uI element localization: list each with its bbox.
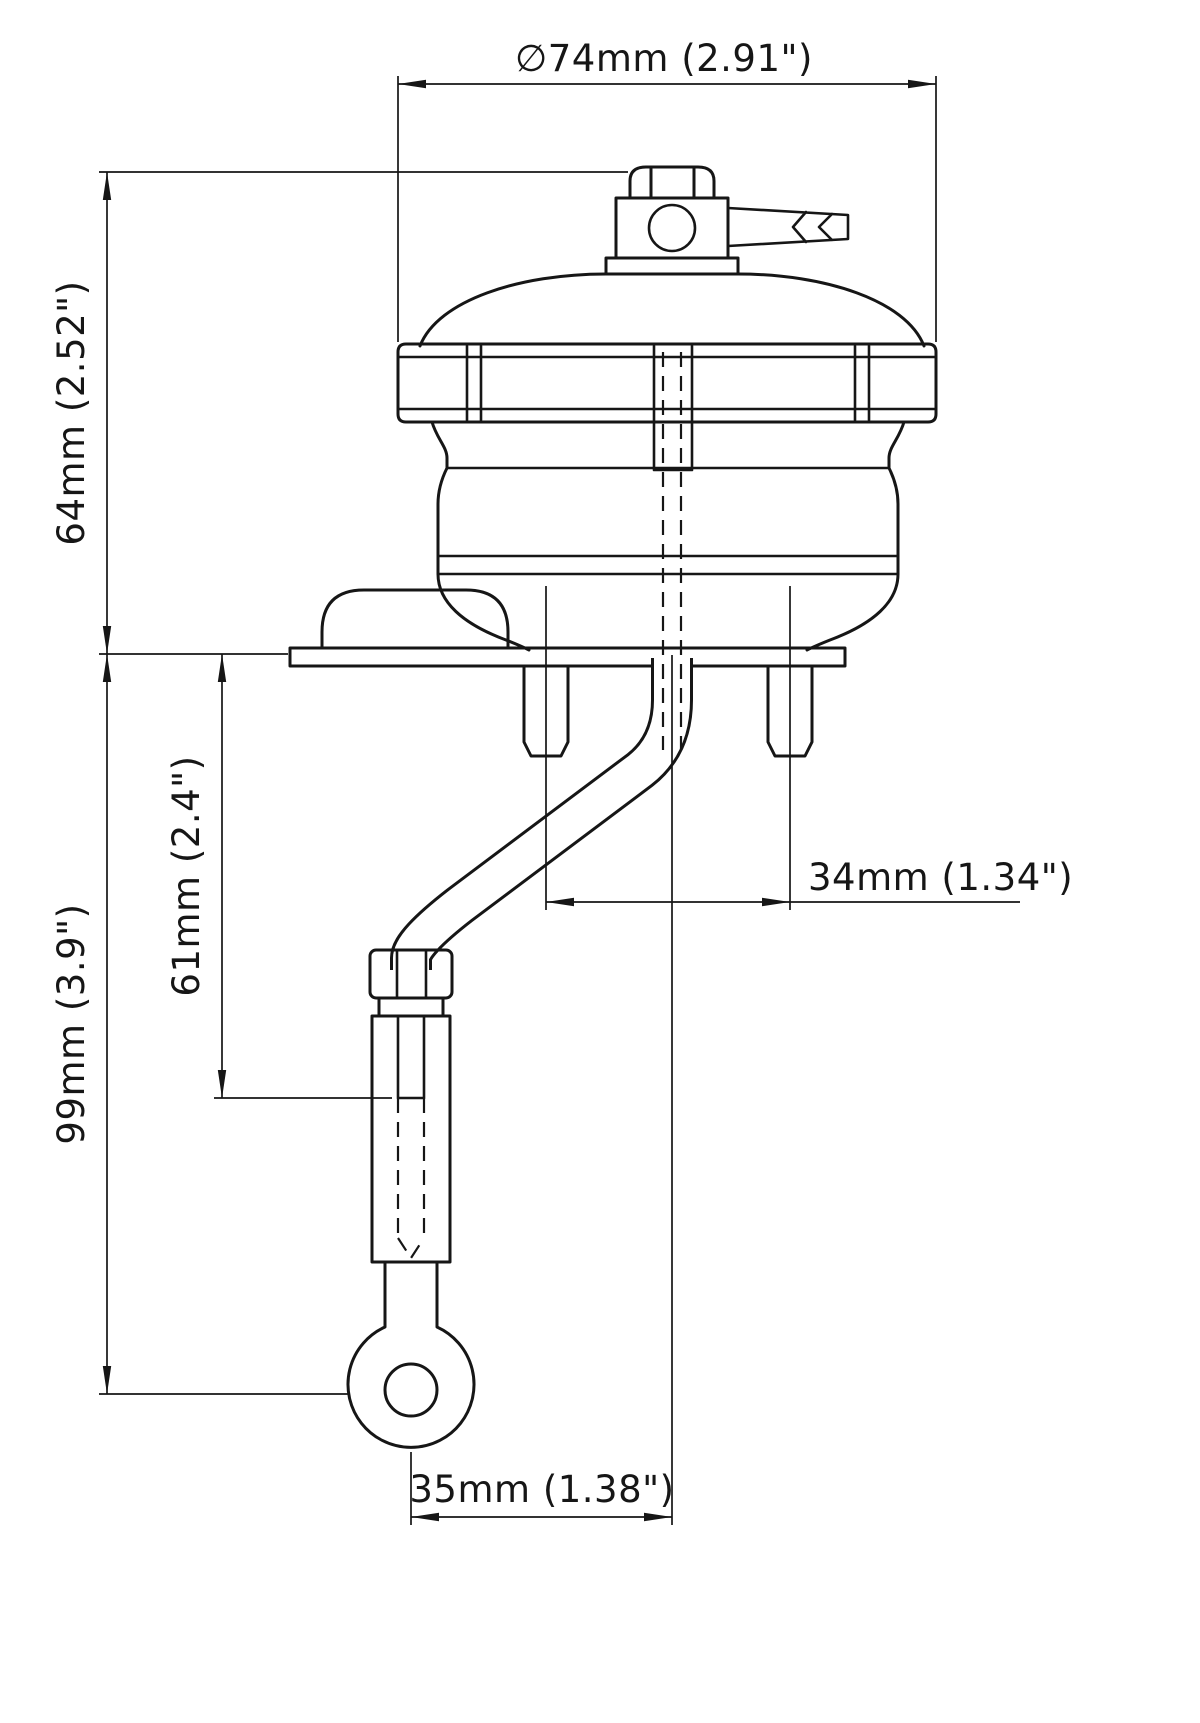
hidden-rod-centerlines: [661, 352, 683, 750]
actuator-body: [430, 420, 906, 652]
rod-end-eye: [346, 1260, 476, 1449]
clamp-band-ridges: [396, 355, 938, 411]
dim-diameter-label: ∅74mm (2.91"): [515, 37, 813, 80]
fitting-port-circle: [647, 203, 697, 253]
fitting-washer: [604, 256, 740, 276]
dome-cap: [418, 272, 926, 348]
clamp-band-notches: [465, 344, 871, 422]
body-ridge-lines: [436, 466, 900, 576]
actuator-rod: [390, 658, 693, 970]
adjuster-hidden-thread: [396, 1098, 426, 1261]
body-right-profile: [805, 420, 906, 652]
dim-upper-height-extensions: [99, 171, 628, 655]
dim-stud-spacing-label: 34mm (1.34"): [808, 856, 1073, 899]
hidden-rod-dashed-lines: [661, 352, 683, 750]
dim-rod-offset-label: 35mm (1.38"): [409, 1468, 674, 1511]
hex-cap-nut: [628, 165, 716, 200]
body-left-profile: [430, 420, 531, 652]
adjuster-window: [396, 1014, 426, 1100]
fitting-body: [614, 196, 730, 260]
dim-rod-length: 61mm (2.4"): [165, 654, 392, 1099]
rod-nut-facets: [395, 949, 428, 999]
mounting-bracket: [320, 588, 510, 650]
dim-rod-length-label: 61mm (2.4"): [165, 755, 208, 996]
rod-guide-tab: [652, 344, 694, 472]
vacuum-fitting: [604, 165, 850, 276]
dim-upper-height: 64mm (2.52"): [50, 171, 628, 655]
dim-overall-height: 99mm (3.9"): [50, 654, 349, 1395]
bracket-outline: [320, 588, 510, 650]
dim-diameter: ∅74mm (2.91"): [397, 37, 937, 342]
dim-diameter-extensions: [397, 76, 937, 342]
adjuster-barrel-outline: [370, 1014, 452, 1264]
mounting-flange: [288, 646, 847, 668]
dim-rod-offset: 35mm (1.38"): [409, 655, 674, 1525]
dome-cap-outline: [418, 272, 926, 348]
eye-outline: [346, 1260, 476, 1449]
dim-overall-height-label: 99mm (3.9"): [50, 903, 93, 1144]
adjuster-barrel: [370, 1014, 452, 1264]
hose-barb: [726, 206, 850, 248]
clamp-band: [396, 342, 938, 472]
eye-hole: [383, 1362, 439, 1418]
rod-outline-inner: [393, 658, 690, 970]
dim-stud-spacing: 34mm (1.34"): [545, 586, 1073, 910]
dim-upper-height-label: 64mm (2.52"): [50, 280, 93, 545]
flange-plate: [288, 646, 847, 668]
clamp-band-outline: [396, 342, 938, 424]
rod-collar: [377, 996, 445, 1018]
rod-collar-outline: [377, 996, 445, 1018]
dim-stud-spacing-extensions: [545, 586, 791, 910]
